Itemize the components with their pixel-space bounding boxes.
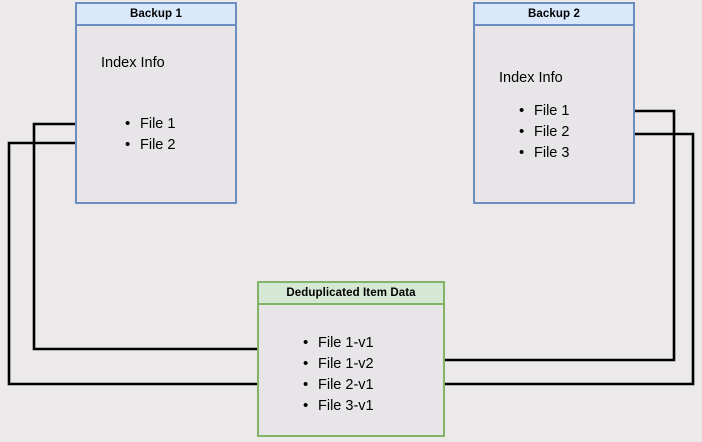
backup-1-body: Index Info File 1 File 2 xyxy=(77,26,235,202)
backup-2-index-info-label: Index Info xyxy=(499,70,563,86)
backup-2-file-item[interactable]: File 2 xyxy=(519,121,569,143)
deduplicated-item-data-body: File 1-v1 File 1-v2 File 2-v1 File 3-v1 xyxy=(259,305,443,435)
deduplicated-item-data-node[interactable]: Deduplicated Item Data File 1-v1 File 1-… xyxy=(257,281,445,437)
backup-2-body: Index Info File 1 File 2 File 3 xyxy=(475,26,633,202)
deduplicated-item-list: File 1-v1 File 1-v2 File 2-v1 File 3-v1 xyxy=(303,332,374,417)
backup-1-index-info-label: Index Info xyxy=(101,55,165,71)
backup-1-file-item[interactable]: File 2 xyxy=(125,134,175,156)
backup-2-file-item[interactable]: File 1 xyxy=(519,100,569,122)
backup-2-file-list: File 1 File 2 File 3 xyxy=(519,100,569,164)
dedup-item[interactable]: File 2-v1 xyxy=(303,374,374,396)
dedup-item[interactable]: File 3-v1 xyxy=(303,395,374,417)
backup-1-file-list: File 1 File 2 xyxy=(125,113,175,156)
deduplicated-item-data-title: Deduplicated Item Data xyxy=(259,283,443,305)
backup-2-node[interactable]: Backup 2 Index Info File 1 File 2 File 3 xyxy=(473,2,635,204)
backup-1-node[interactable]: Backup 1 Index Info File 1 File 2 xyxy=(75,2,237,204)
backup-2-file-item[interactable]: File 3 xyxy=(519,142,569,164)
dedup-item[interactable]: File 1-v1 xyxy=(303,332,374,354)
backup-2-title: Backup 2 xyxy=(475,4,633,26)
backup-1-file-item[interactable]: File 1 xyxy=(125,113,175,135)
backup-1-title: Backup 1 xyxy=(77,4,235,26)
dedup-item[interactable]: File 1-v2 xyxy=(303,353,374,375)
